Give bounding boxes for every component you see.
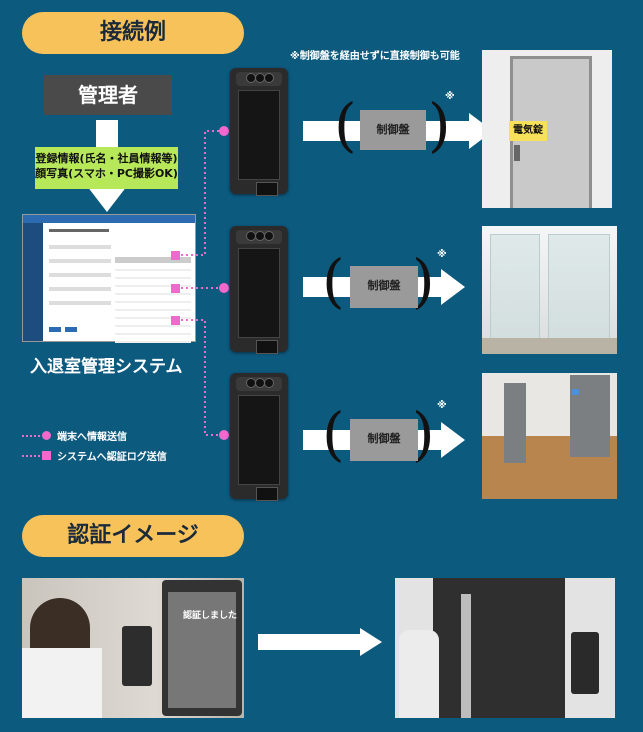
terminal-dot-icon <box>219 283 229 293</box>
section-title-connection: 接続例 <box>22 12 244 54</box>
paren-left: ( <box>322 247 345 315</box>
system-screenshot <box>22 214 196 343</box>
auth-photo-after <box>395 578 615 718</box>
auth-success-text: 認証しました <box>182 611 237 621</box>
info-line-2: 顔写真(スマホ・PC撮影OK) <box>35 167 178 180</box>
info-line-1: 登録情報(氏名・社員情報等) <box>35 152 178 165</box>
system-square-icon <box>171 316 180 325</box>
control-panel-box-1: 制御盤 <box>360 110 426 150</box>
paren-left: ( <box>322 400 345 468</box>
asterisk-2: ※ <box>437 249 447 260</box>
registration-info-box: 登録情報(氏名・社員情報等) 顔写真(スマホ・PC撮影OK) <box>35 147 178 189</box>
paren-left: ( <box>334 91 357 159</box>
control-panel-box-3: 制御盤 <box>350 419 418 461</box>
face-terminal-3 <box>230 373 288 501</box>
electric-lock-label: 電気錠 <box>509 121 547 141</box>
terminal-dot-icon <box>219 430 229 440</box>
terminal-dot-icon <box>42 431 51 440</box>
asterisk-1: ※ <box>445 91 455 102</box>
glass-door-photo <box>482 226 617 354</box>
system-square-icon <box>171 284 180 293</box>
door-photo <box>482 50 612 208</box>
legend-system-label: システムへ認証ログ送信 <box>57 452 167 463</box>
legend-terminal: 端末へ情報送信 <box>22 428 127 443</box>
legend-system: システムへ認証ログ送信 <box>22 448 167 463</box>
asterisk-3: ※ <box>437 400 447 411</box>
system-square-icon <box>42 451 51 460</box>
admin-box: 管理者 <box>44 75 172 115</box>
system-label: 入退室管理システム <box>30 357 183 377</box>
legend-terminal-label: 端末へ情報送信 <box>57 432 127 443</box>
paren-right: ) <box>428 91 451 159</box>
auth-photo-before: 認証しました <box>22 578 244 718</box>
security-gate-photo <box>482 373 617 499</box>
section-title-auth: 認証イメージ <box>22 515 244 557</box>
auth-arrow-icon <box>258 628 382 656</box>
direct-control-note: ※制御盤を経由せずに直接制御も可能 <box>290 51 460 62</box>
face-terminal-1 <box>230 68 288 196</box>
terminal-dot-icon <box>219 126 229 136</box>
face-terminal-2 <box>230 226 288 354</box>
control-panel-box-2: 制御盤 <box>350 266 418 308</box>
system-square-icon <box>171 251 180 260</box>
